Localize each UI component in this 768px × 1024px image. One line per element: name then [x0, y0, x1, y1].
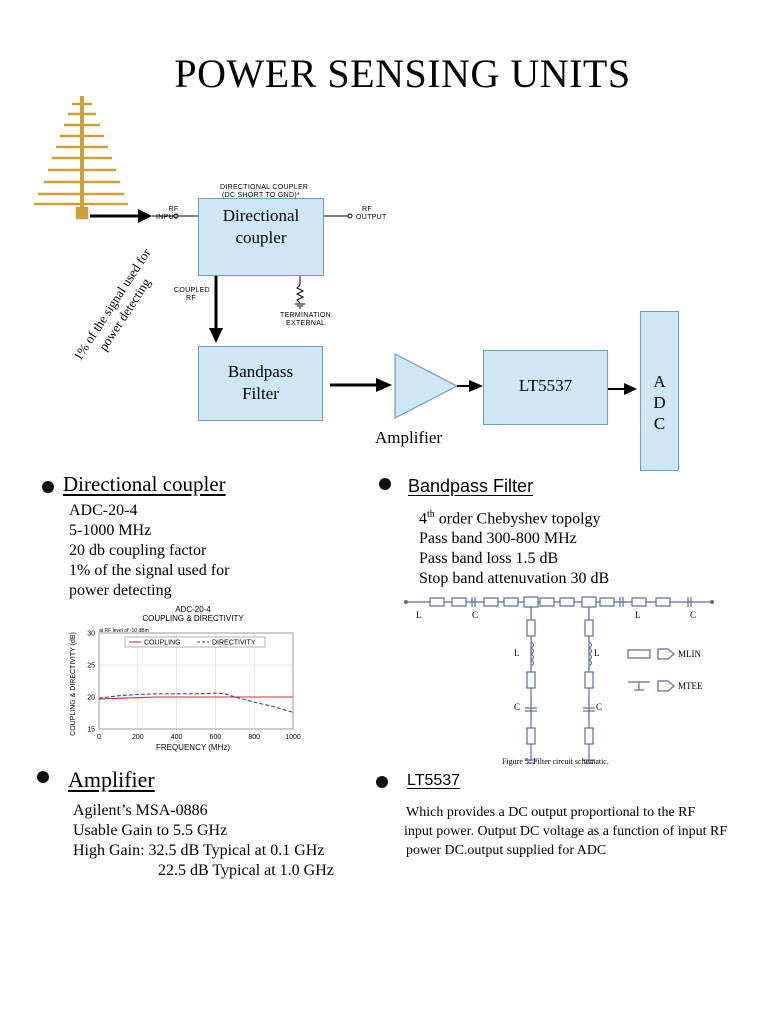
directional-coupler-heading: Directional coupler — [63, 472, 226, 496]
coupling-directivity-chart: ADC-20-4 COUPLING & DIRECTIVITY at RF le… — [70, 605, 301, 752]
amplifier-heading: Amplifier — [68, 767, 155, 792]
chart-y-tick-label: 20 — [87, 695, 95, 702]
filter-schematic: L C L C L L C C MLIN MTEE Figure 5: Filt… — [404, 596, 714, 766]
chart-y-tick-label: 25 — [87, 663, 95, 670]
rf-input-label: RF INPUT — [156, 206, 179, 221]
adc-box — [640, 311, 679, 471]
lt5537-box-label: LT5537 — [518, 376, 573, 395]
chart-legend-box — [124, 636, 266, 648]
chart-x-tick-label: 200 — [132, 734, 144, 741]
filter-label-l: L — [514, 648, 520, 658]
lt5537-box — [483, 350, 608, 425]
bandpass-filter-specs: 4th order Chebyshev topolgy Pass band 30… — [419, 509, 610, 588]
chart-xlabel: FREQUENCY (MHz) — [156, 743, 230, 752]
chart-x-tick-label: 600 — [210, 734, 222, 741]
coupled-rf-label: COUPLED RF — [174, 287, 210, 302]
chart-series-coupling — [98, 696, 293, 700]
chart-x-tick-label: 800 — [248, 734, 260, 741]
filter-label-l: L — [594, 648, 600, 658]
lt5537-description: Which provides a DC output proportional … — [404, 805, 728, 858]
coupler-header: DIRECTIONAL COUPLER (DC SHORT TO GND)* — [220, 184, 309, 199]
bandpass-filter-box — [198, 346, 323, 421]
filter-caption: Figure 5: Filter circuit schematic. — [502, 757, 609, 766]
chart-note: at RF level of -10 dBm — [99, 628, 149, 634]
filter-label-l: L — [635, 610, 641, 620]
chart-title: ADC-20-4 — [175, 605, 211, 614]
bandpass-box-label: Bandpass Filter — [227, 362, 294, 403]
lt5537-heading: LT5537 — [407, 772, 461, 789]
bullet-icon — [376, 776, 388, 788]
filter-label-l: L — [416, 610, 422, 620]
antenna-icon — [34, 96, 128, 220]
chart-x-tick-label: 1000 — [285, 734, 301, 741]
filter-label-c: C — [472, 610, 478, 620]
block-diagram-lines — [34, 96, 637, 419]
directional-coupler-specs: ADC-20-4 5-1000 MHz 20 db coupling facto… — [69, 502, 230, 599]
bullet-icon — [379, 478, 391, 490]
bullet-icon — [37, 771, 49, 783]
coupler-box-label: Directional coupler — [222, 206, 300, 247]
amplifier-specs: Agilent’s MSA-0886 Usable Gain to 5.5 GH… — [73, 802, 334, 879]
chart-y-tick-label: 30 — [87, 631, 95, 638]
chart-legend-label: COUPLING — [144, 640, 181, 647]
termination-label: TERMINATION EXTERNAL — [280, 312, 332, 327]
chart-plot-area — [98, 632, 294, 730]
filter-label-c: C — [690, 610, 696, 620]
bandpass-filter-heading: Bandpass Filter — [408, 476, 534, 496]
adc-label: A D C — [653, 372, 666, 433]
chart-ylabel: COUPLING & DIRECTIVITY (dB) — [70, 632, 77, 736]
amplifier-triangle — [394, 353, 459, 419]
chart-series-directivity — [98, 692, 294, 713]
chart-x-tick-label: 400 — [171, 734, 183, 741]
bullet-icon — [42, 481, 54, 493]
legend-mlin: MLIN — [678, 649, 701, 659]
filter-label-c: C — [596, 702, 602, 712]
chart-x-tick-label: 0 — [97, 734, 101, 741]
directional-coupler-box — [198, 198, 324, 276]
amplifier-label: Amplifier — [375, 428, 443, 447]
chart-subtitle: COUPLING & DIRECTIVITY — [142, 614, 244, 623]
page-title: POWER SENSING UNITS — [174, 51, 631, 96]
chart-y-tick-label: 15 — [87, 727, 95, 734]
chart-legend-label: DIRECTIVITY — [212, 640, 256, 647]
rf-output-label: RF OUTPUT — [356, 206, 387, 221]
legend-mtee: MTEE — [678, 681, 703, 691]
filter-label-c: C — [514, 702, 520, 712]
